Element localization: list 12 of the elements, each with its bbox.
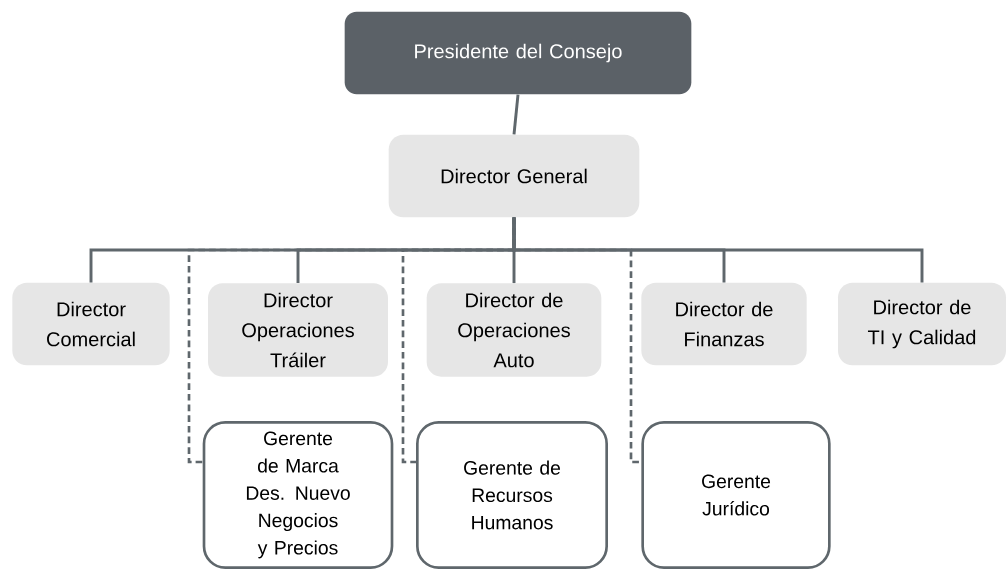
manager-box: Gerente de Recursos Humanos <box>416 421 608 569</box>
connector-line <box>512 217 924 283</box>
director-box: Director General <box>388 134 640 218</box>
manager-box: Gerente de Marca Des. Nuevo Negocios y Precios <box>202 421 394 569</box>
director-box: Director de Operaciones Auto <box>426 283 602 377</box>
chairman-box: Presidente del Consejo <box>344 11 692 95</box>
director-box: Director Operaciones Tráiler <box>208 283 388 377</box>
director-box: Director de TI y Calidad <box>838 282 1006 366</box>
director-box: Director de Finanzas <box>641 282 807 366</box>
connector-line <box>512 94 520 135</box>
director-box: Director Comercial <box>12 282 170 366</box>
manager-box: Gerente Jurídico <box>641 421 831 569</box>
